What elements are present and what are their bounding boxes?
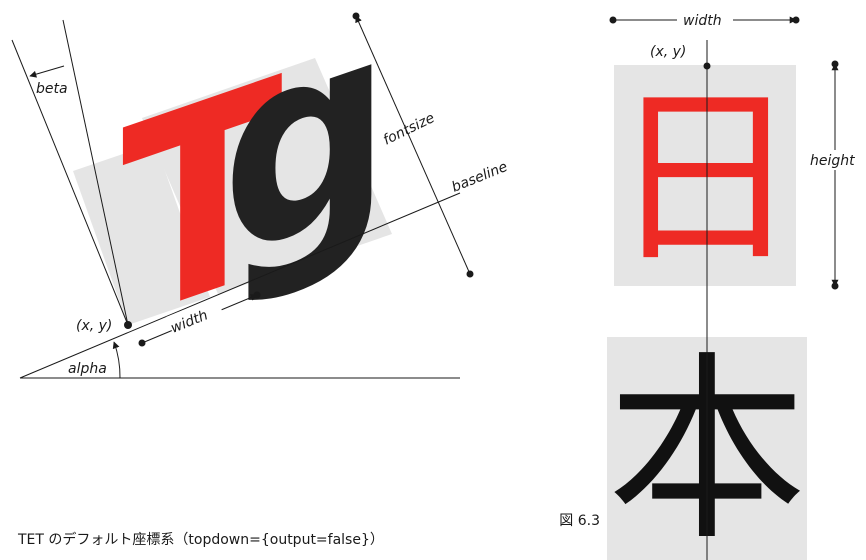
width-label-bg [166,296,224,336]
beta-arrow [29,65,65,78]
slanted-reference-line [11,39,129,326]
glyph-box-nichi [614,65,796,286]
glyph-nichi: 日 [610,68,800,289]
right-width-start-point [609,16,617,24]
origin-label: (x, y) [76,318,112,334]
right-diagram: width 日 本 (x, y) height [607,10,864,560]
fontsize-bottom-point [466,270,474,278]
alpha-label: alpha [68,361,107,377]
height-bottom-point [831,282,839,290]
right-origin-label: (x, y) [650,44,686,60]
baseline-line [19,192,461,379]
right-origin-point [703,62,711,70]
right-width-end-point [792,16,800,24]
fontsize-dimension-line [355,15,471,275]
figure-number: 図 6.3 [559,513,600,529]
glyph-box-t [73,143,210,325]
height-top-point [831,60,839,68]
width-start-point [138,339,146,347]
caption-text: TET のデフォルト座標系（topdown={output=false}） [18,532,384,548]
width-end-point [253,291,261,299]
height-label: height [810,153,855,169]
origin-point [124,321,132,329]
height-label-bg [808,150,864,170]
left-diagram: T g beta fontsize baseline (x, y) width [11,0,510,383]
right-width-label: width [683,13,722,29]
right-width-label-bg [677,10,733,30]
alpha-arc [112,341,121,379]
beta-label: beta [36,81,68,97]
glyph-g: g [222,0,391,323]
figure-caption: 図 6.3 TET のデフォルト座標系（topdown={output=fals… [18,512,600,550]
baseline-label: baseline [450,159,510,196]
vertical-reference-line [62,19,129,326]
glyph-box-g [142,58,392,294]
fontsize-top-point [352,12,360,20]
